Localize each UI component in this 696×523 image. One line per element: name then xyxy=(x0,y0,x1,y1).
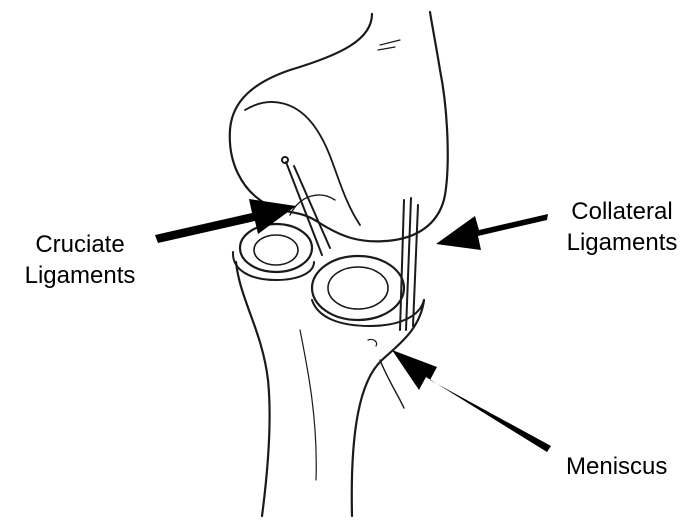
femur-shading xyxy=(378,40,400,50)
tibia-outline-right xyxy=(352,300,424,516)
tibia-outline-left xyxy=(236,262,270,516)
cruciate-label-line2: Ligaments xyxy=(18,260,142,291)
collateral-ligaments-label: Collateral Ligaments xyxy=(556,196,688,258)
femur-notch xyxy=(290,195,335,215)
tibia-inner-line xyxy=(300,330,316,480)
collateral-label-line2: Ligaments xyxy=(556,227,688,258)
arrow-collateral xyxy=(436,214,548,250)
collateral-label-line1: Collateral xyxy=(556,196,688,227)
cruciate-ligaments-label: Cruciate Ligaments xyxy=(18,229,142,291)
meniscus-label: Meniscus xyxy=(566,451,667,482)
arrow-meniscus xyxy=(392,350,551,452)
fibula-line xyxy=(380,360,404,408)
collateral-ligament xyxy=(400,198,418,330)
meniscus-right xyxy=(312,256,404,320)
cruciate-label-line1: Cruciate xyxy=(18,229,142,260)
arrow-cruciate xyxy=(155,199,296,243)
